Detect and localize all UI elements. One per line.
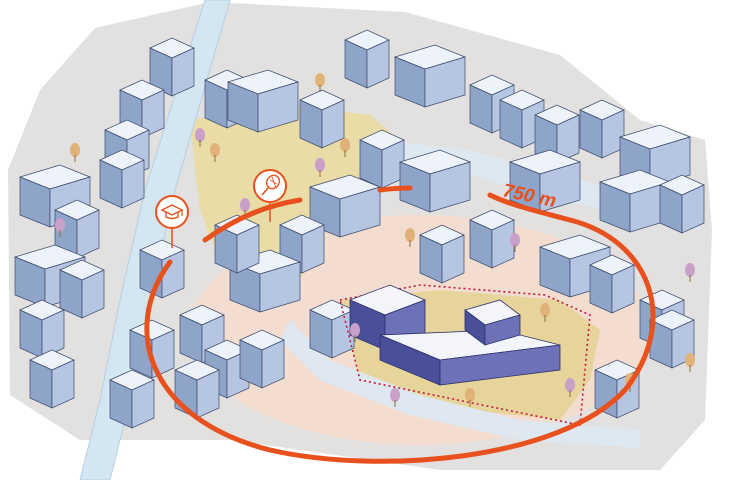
radius-ring — [144, 192, 656, 464]
radius-ring-segment — [377, 185, 413, 193]
poi-education — [155, 195, 189, 248]
project-buildings — [348, 284, 561, 386]
tennis-racket-icon — [261, 174, 281, 196]
river — [79, 0, 231, 480]
project-site-boundary — [339, 284, 591, 426]
poi-sports — [253, 169, 287, 222]
radius-ring-top — [202, 197, 303, 243]
road-lower — [280, 320, 640, 448]
graduation-cap-icon — [160, 204, 184, 220]
